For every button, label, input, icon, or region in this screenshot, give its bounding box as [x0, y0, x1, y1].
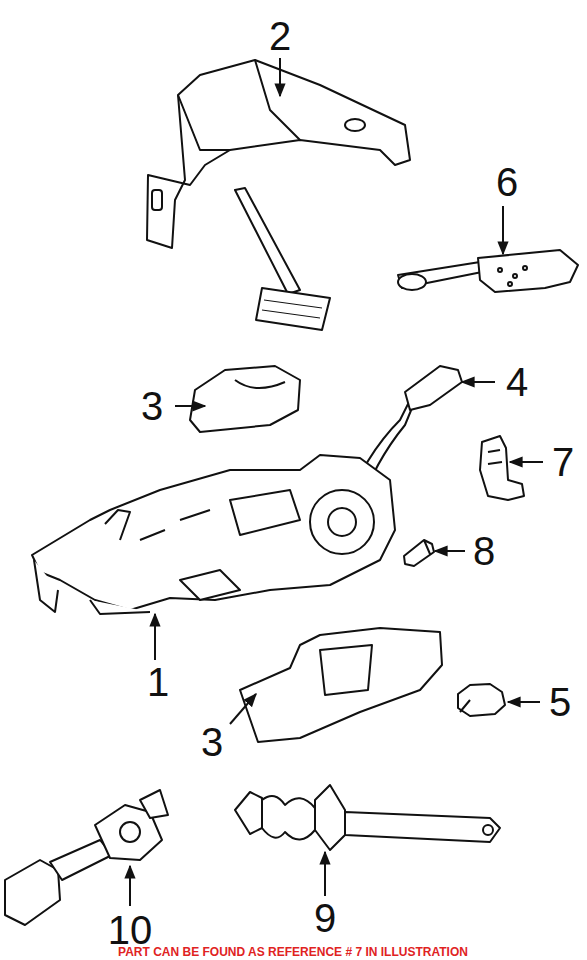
- key-cylinder: [458, 684, 505, 716]
- callout-number: 5: [549, 682, 571, 722]
- column-cover-upper: [190, 366, 300, 432]
- multifunction-switch: [398, 250, 578, 292]
- callout-number: 2: [269, 16, 291, 56]
- ignition-switch: [480, 436, 524, 500]
- steering-column: [32, 455, 395, 614]
- callout-number: 4: [506, 362, 528, 402]
- column-cover-lower: [240, 628, 442, 742]
- callout-number: 9: [314, 898, 336, 938]
- callout-number: 10: [108, 910, 153, 950]
- callout-number: 3: [141, 386, 163, 426]
- intermediate-shaft: [235, 785, 500, 850]
- caption: PART CAN BE FOUND AS REFERENCE # 7 IN IL…: [118, 946, 468, 958]
- callout-number: 3: [201, 722, 223, 762]
- universal-joint: [5, 790, 168, 925]
- brake-pedal: [147, 60, 410, 330]
- callout-number: 8: [473, 531, 495, 571]
- leader-lines: [130, 58, 543, 906]
- lock-cylinder-pin: [404, 540, 434, 566]
- callout-number: 7: [552, 442, 574, 482]
- callout-number: 6: [496, 162, 518, 202]
- callout-number: 1: [147, 662, 169, 702]
